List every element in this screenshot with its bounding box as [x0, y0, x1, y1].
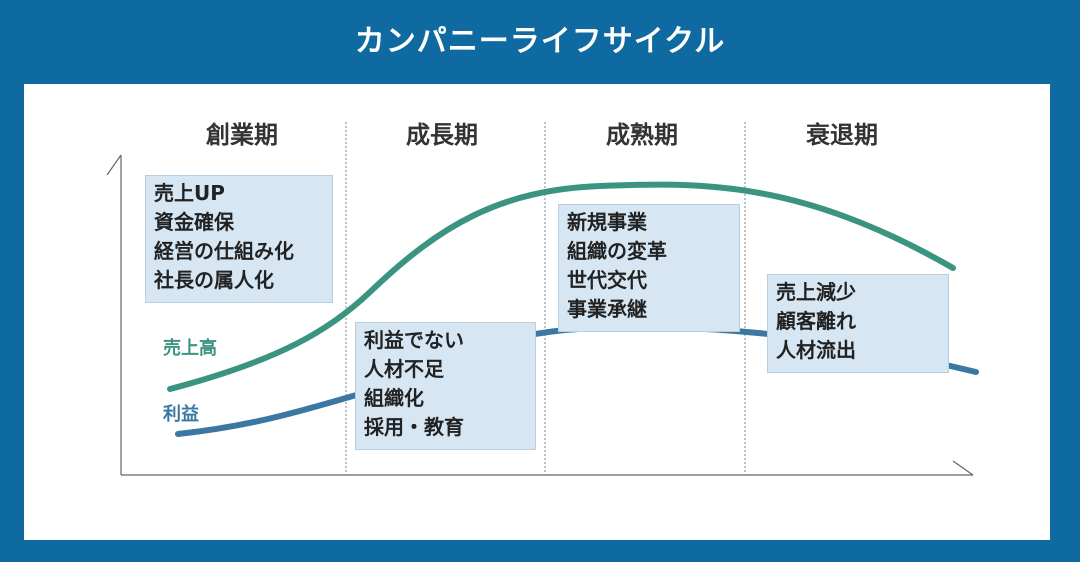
note-line: 売上UP	[154, 181, 225, 205]
note-line: 利益でない	[364, 328, 464, 352]
note-line: 人材流出	[776, 338, 856, 362]
profit-label: 利益	[163, 404, 199, 425]
note-decline: 売上減少 顧客離れ 人材流出	[767, 274, 949, 373]
note-line: 顧客離れ	[776, 309, 856, 333]
note-startup: 売上UP 資金確保 経営の仕組み化 社長の属人化	[145, 175, 333, 303]
note-maturity: 新規事業 組織の変革 世代交代 事業承継	[558, 204, 740, 332]
note-line: 売上減少	[776, 280, 856, 304]
page-title: カンパニーライフサイクル	[354, 24, 726, 59]
x-axis-arrow	[952, 460, 974, 476]
phase-label-startup: 創業期	[206, 121, 278, 149]
note-line: 新規事業	[567, 210, 647, 234]
y-axis-arrow	[106, 154, 122, 176]
note-line: 社長の属人化	[154, 268, 274, 292]
sales-label: 売上高	[163, 338, 217, 359]
note-line: 世代交代	[567, 268, 647, 292]
phase-label-decline: 衰退期	[806, 121, 878, 149]
note-line: 資金確保	[154, 210, 234, 234]
note-line: 経営の仕組み化	[154, 239, 294, 263]
phase-label-maturity: 成熟期	[606, 121, 678, 149]
sales-curve	[167, 181, 956, 392]
note-growth: 利益でない 人材不足 組織化 採用・教育	[355, 322, 536, 450]
note-line: 組織化	[364, 386, 424, 410]
phase-label-growth: 成長期	[406, 121, 478, 149]
note-line: 事業承継	[567, 297, 647, 321]
note-line: 人材不足	[364, 357, 444, 381]
note-line: 採用・教育	[364, 415, 464, 439]
note-line: 組織の変革	[567, 239, 667, 263]
